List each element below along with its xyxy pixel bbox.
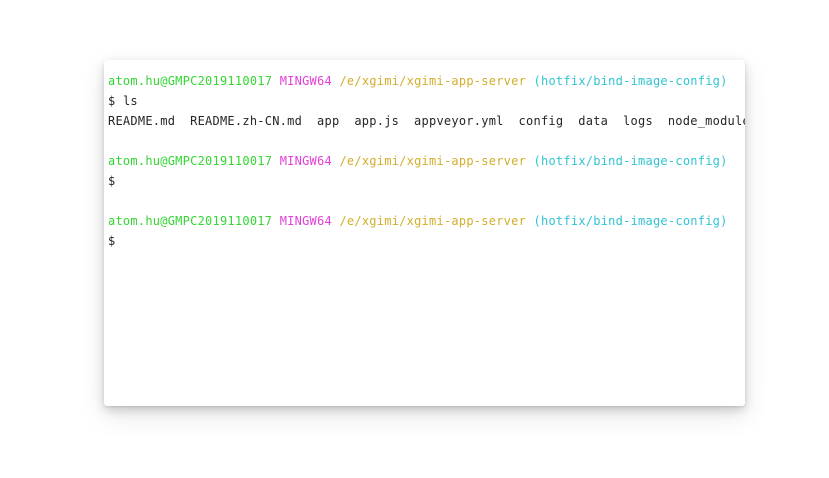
- terminal-output-line: README.md README.zh-CN.md app app.js app…: [108, 111, 745, 131]
- ls-output-text: README.md README.zh-CN.md app app.js app…: [108, 114, 745, 128]
- prompt-git-branch: (hotfix/bind-image-config): [533, 74, 728, 88]
- prompt-shell-name: MINGW64: [279, 74, 332, 88]
- terminal-blank-line: [108, 131, 737, 151]
- terminal-command-line: $ ls: [108, 91, 737, 111]
- prompt-symbol: $: [108, 94, 116, 108]
- prompt-user-host: atom.hu@GMPC2019110017: [108, 74, 273, 88]
- terminal-output-area[interactable]: atom.hu@GMPC2019110017 MINGW64 /e/xgimi/…: [104, 60, 745, 406]
- prompt-shell-name: MINGW64: [279, 154, 332, 168]
- prompt-working-directory: /e/xgimi/xgimi-app-server: [339, 74, 527, 88]
- terminal-prompt-line: atom.hu@GMPC2019110017 MINGW64 /e/xgimi/…: [108, 71, 737, 91]
- prompt-git-branch: (hotfix/bind-image-config): [533, 214, 728, 228]
- prompt-working-directory: /e/xgimi/xgimi-app-server: [339, 154, 527, 168]
- command-text: ls: [122, 94, 138, 108]
- terminal-prompt-line: atom.hu@GMPC2019110017 MINGW64 /e/xgimi/…: [108, 151, 737, 171]
- terminal-prompt-line: atom.hu@GMPC2019110017 MINGW64 /e/xgimi/…: [108, 211, 737, 231]
- terminal-blank-line: [108, 191, 737, 211]
- terminal-command-line: $: [108, 171, 737, 191]
- terminal-window[interactable]: atom.hu@GMPC2019110017 MINGW64 /e/xgimi/…: [104, 60, 745, 406]
- prompt-user-host: atom.hu@GMPC2019110017: [108, 154, 273, 168]
- prompt-user-host: atom.hu@GMPC2019110017: [108, 214, 273, 228]
- prompt-symbol: $: [108, 234, 116, 248]
- prompt-shell-name: MINGW64: [279, 214, 332, 228]
- prompt-git-branch: (hotfix/bind-image-config): [533, 154, 728, 168]
- prompt-working-directory: /e/xgimi/xgimi-app-server: [339, 214, 527, 228]
- terminal-command-line: $: [108, 231, 737, 251]
- prompt-symbol: $: [108, 174, 116, 188]
